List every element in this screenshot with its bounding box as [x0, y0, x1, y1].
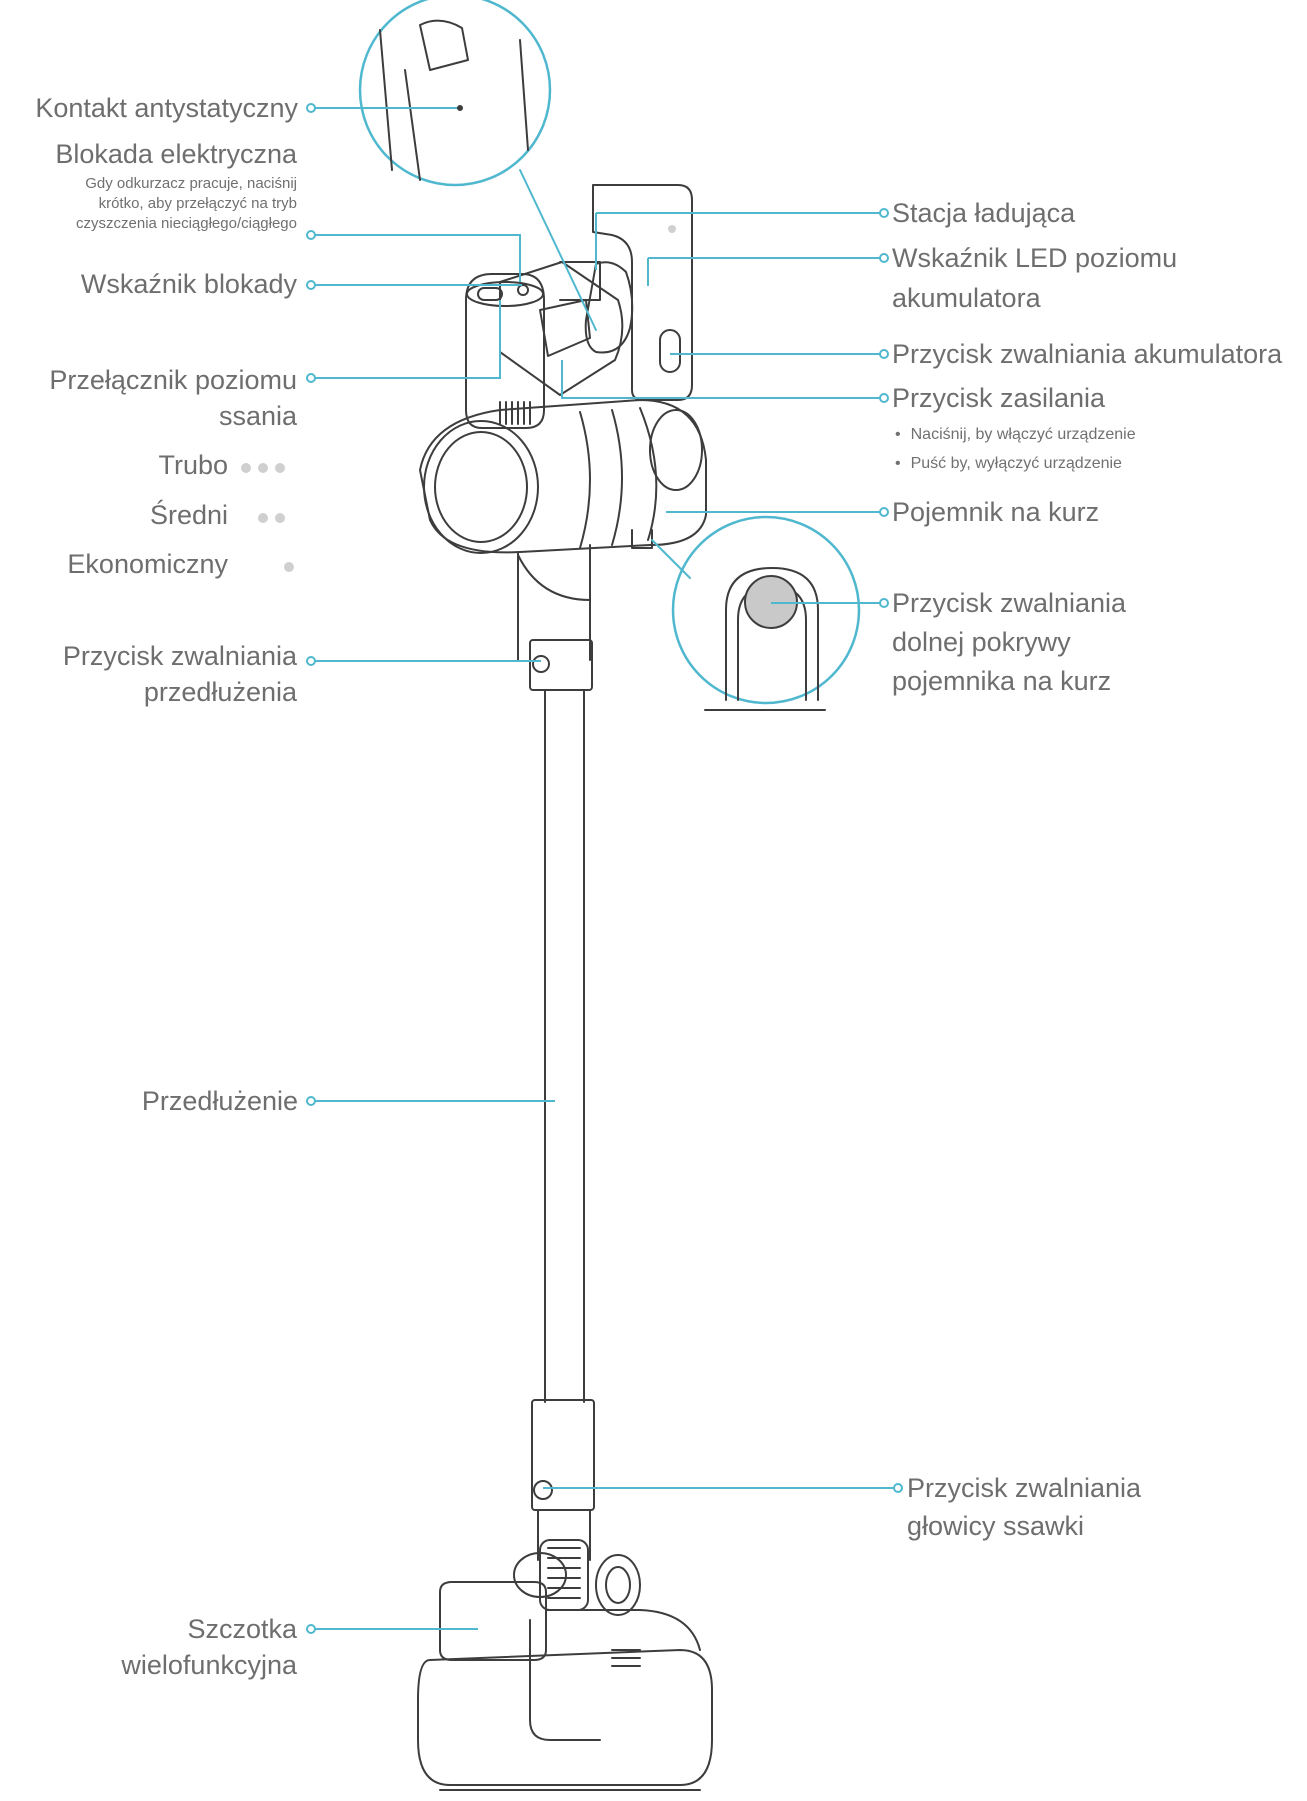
- label-power-lock: Blokada elektryczna: [55, 139, 297, 169]
- mode-turbo-dots: [241, 460, 292, 474]
- endpoint-extension-release: [306, 656, 316, 666]
- dust-cover-zoom-circle: [671, 515, 861, 705]
- vent-lines: [499, 401, 531, 425]
- label-battery-led-2: akumulatora: [892, 283, 1041, 313]
- endpoint-brush: [306, 1624, 316, 1634]
- leader-power-lock: [315, 234, 521, 282]
- endpoint-head-release: [893, 1483, 903, 1493]
- brush-body: [545, 1609, 701, 1651]
- extension-tube: [544, 689, 585, 1403]
- vacuum-illustration: [358, 0, 861, 1791]
- antistatic-zoom-link: [519, 169, 597, 331]
- station-dot: [668, 225, 676, 233]
- mode-eco-dots: [284, 559, 301, 573]
- cyclone-front: [423, 420, 539, 554]
- power-lock-note-3: czyszczenia nieciągłego/ciągłego: [76, 215, 297, 232]
- endpoint-battery-release: [879, 349, 889, 359]
- endpoint-suction-switch: [306, 373, 316, 383]
- endpoint-battery-led: [879, 253, 889, 263]
- head-release-button: [533, 1480, 553, 1500]
- lower-collar: [531, 1399, 595, 1511]
- leader-power-button: [561, 360, 880, 399]
- power-lock-note-2: krótko, aby przełączyć na tryb: [98, 195, 297, 212]
- neck-curve: [517, 554, 591, 601]
- wand-neck: [517, 544, 591, 661]
- callout-lines: [315, 107, 894, 1630]
- label-battery-release: Przycisk zwalniania akumulatora: [892, 339, 1283, 369]
- brush-vents: [611, 1649, 641, 1667]
- endpoint-charging-station: [879, 208, 889, 218]
- label-extension: Przedłużenie: [141, 1086, 298, 1116]
- endpoint-extension: [306, 1096, 316, 1106]
- handle-inner: [539, 299, 591, 357]
- release-collar: [529, 639, 593, 691]
- battery-pack: [584, 261, 634, 354]
- joint-right: [595, 1554, 641, 1616]
- label-dust-cover-2: dolnej pokrywy: [892, 627, 1071, 657]
- label-brush-2: wielofunkcyjna: [121, 1650, 297, 1680]
- power-note-2: Puść by, wyłączyć urządzenie: [895, 453, 1122, 475]
- control-head: [465, 273, 545, 429]
- label-charging-station: Stacja ładująca: [892, 198, 1076, 228]
- handle-grip: [499, 261, 624, 396]
- antistatic-zoom-circle: [358, 0, 552, 187]
- label-extension-release-2: przedłużenia: [143, 677, 297, 707]
- control-top: [466, 281, 544, 307]
- label-suction-switch-2: ssania: [218, 401, 297, 431]
- antistatic-contact-point: [457, 105, 463, 111]
- suction-switch-knob: [477, 287, 503, 301]
- callout-endpoints: [306, 103, 903, 1634]
- power-lock-note-1: Gdy odkurzacz pracuje, naciśnij: [85, 175, 297, 192]
- leader-battery-led: [647, 257, 880, 286]
- label-battery-led-1: Wskaźnik LED poziomu: [892, 243, 1178, 273]
- label-head-release-1: Przycisk zwalniania: [907, 1473, 1142, 1503]
- extension-release-button: [532, 655, 550, 673]
- station-release-slot: [659, 329, 681, 373]
- label-dust-container: Pojemnik na kurz: [892, 497, 1100, 527]
- endpoint-power-lock: [306, 230, 316, 240]
- label-dust-cover-1: Przycisk zwalniania: [892, 588, 1127, 618]
- joint-frame: [539, 1539, 589, 1611]
- lock-indicator-dot: [517, 284, 529, 296]
- cyclone-front-inner: [434, 431, 528, 543]
- dust-cover-zoom-link: [651, 539, 691, 579]
- mode-turbo-label: Trubo: [158, 450, 228, 480]
- label-dust-cover-3: pojemnika na kurz: [892, 666, 1112, 696]
- label-suction-switch-1: Przełącznik poziomu: [49, 365, 297, 395]
- leader-suction-switch: [315, 300, 501, 379]
- endpoint-antistatic: [306, 103, 316, 113]
- container-end: [649, 409, 703, 491]
- mode-medium-label: Średni: [149, 500, 228, 530]
- station-arm: [559, 261, 601, 301]
- leader-charging-station: [595, 212, 880, 270]
- brush-neck: [529, 1619, 601, 1741]
- motor-body: [419, 399, 707, 554]
- label-antistatic-contact: Kontakt antystatyczny: [35, 93, 298, 123]
- label-brush-1: Szczotka: [187, 1614, 297, 1644]
- joint-spring: [547, 1547, 581, 1599]
- mode-eco-label: Ekonomiczny: [67, 549, 228, 579]
- antistatic-zoom-inner: [379, 19, 529, 181]
- label-extension-release-1: Przycisk zwalniania: [62, 641, 297, 671]
- endpoint-lock-indicator: [306, 280, 316, 290]
- label-lock-indicator: Wskaźnik blokady: [80, 269, 297, 299]
- label-head-release-2: głowicy ssawki: [907, 1511, 1085, 1541]
- joint-right-inner: [605, 1566, 631, 1604]
- endpoint-dust-container: [879, 507, 889, 517]
- brush-roller: [417, 1649, 713, 1786]
- endpoint-dust-cover: [879, 598, 889, 608]
- lower-neck: [537, 1509, 591, 1561]
- power-note-1: Naciśnij, by włączyć urządzenie: [895, 424, 1136, 446]
- container-ribs: [579, 407, 658, 549]
- label-power-button: Przycisk zasilania: [892, 383, 1106, 413]
- endpoint-power-button: [879, 393, 889, 403]
- mode-medium-dots: [258, 510, 292, 524]
